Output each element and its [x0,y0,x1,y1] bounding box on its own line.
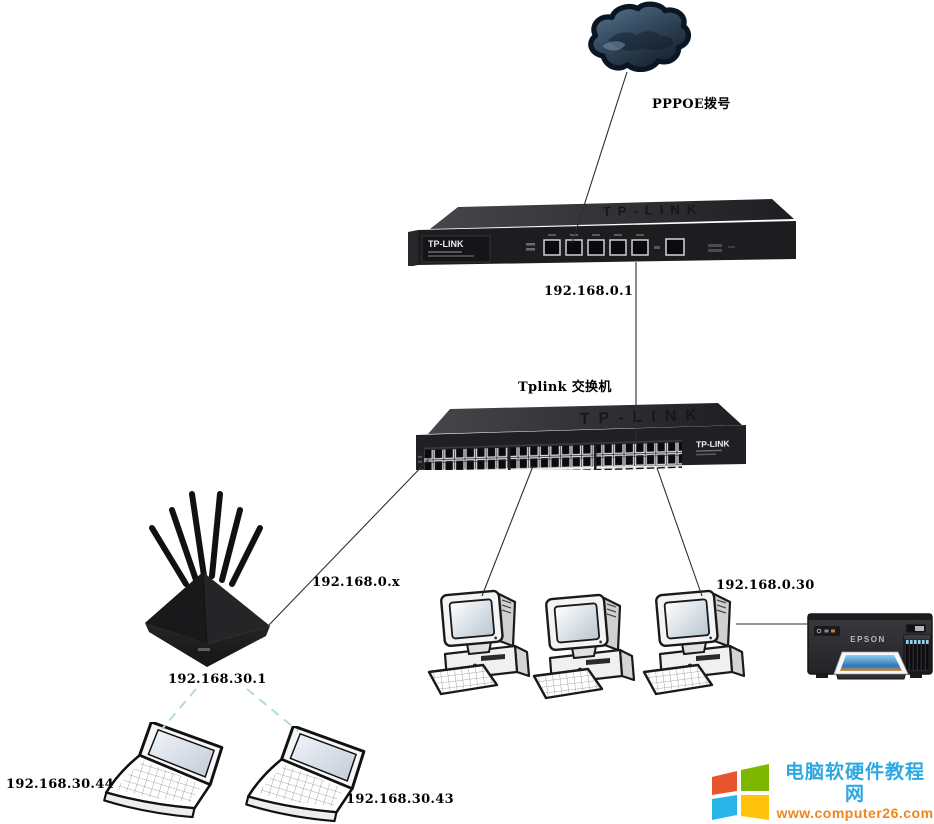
internet-cloud-icon [588,1,692,73]
link-switch-wireless-router [267,458,430,627]
label-pc3-ip: 192.168.0.30 [716,578,815,593]
wireless-link-laptop-right [246,688,299,732]
router-brand-label: TP-LINK [428,239,464,249]
switch-top-face [428,403,742,434]
router-console-port [665,238,685,256]
link-switch-pc3 [656,467,703,597]
label-pppoe: PPPOE拨号 [652,97,731,112]
switch-ghost-brand: TP-LINK [580,407,707,428]
label-lan-segment: 192.168.0.x [312,575,400,590]
wireless-router-device [145,491,270,667]
label-laptop-left-ip: 192.168.30.44 [6,777,114,792]
switch-brand-label: TP-LINK [696,438,730,449]
desktop-pc-1 [423,588,535,700]
label-router-ip: 192.168.0.1 [544,284,634,299]
switch-device: TP-LINK TP-LINK [416,403,746,470]
site-watermark: 电脑软硬件教程网 www.computer26.com [712,762,934,822]
router-device: TP-LINK TP-LINK [408,199,796,266]
laptop-left [98,722,236,822]
printer-device: EPSON [807,613,933,680]
label-wireless-router-ip: 192.168.30.1 [168,672,267,687]
label-laptop-right-ip: 192.168.30.43 [346,792,454,807]
laptop-right [240,726,378,824]
router-ports [543,234,649,256]
label-switch-name: Tplink 交换机 [518,380,612,395]
router-ghost-brand: TP-LINK [603,201,704,219]
switch-ports: TP-LINK [418,438,730,470]
printer-brand-label: EPSON [850,635,886,644]
watermark-site-url: www.computer26.com [776,805,934,822]
windows-flag-icon [712,764,769,820]
wifi-antennas [149,491,263,587]
watermark-site-name: 电脑软硬件教程网 [784,762,925,806]
link-switch-pc1 [481,465,534,597]
desktop-pc-3 [638,588,750,700]
printer-photo-output [833,651,909,680]
desktop-pc-2 [528,592,640,704]
printer-ink-tanks [903,634,931,673]
